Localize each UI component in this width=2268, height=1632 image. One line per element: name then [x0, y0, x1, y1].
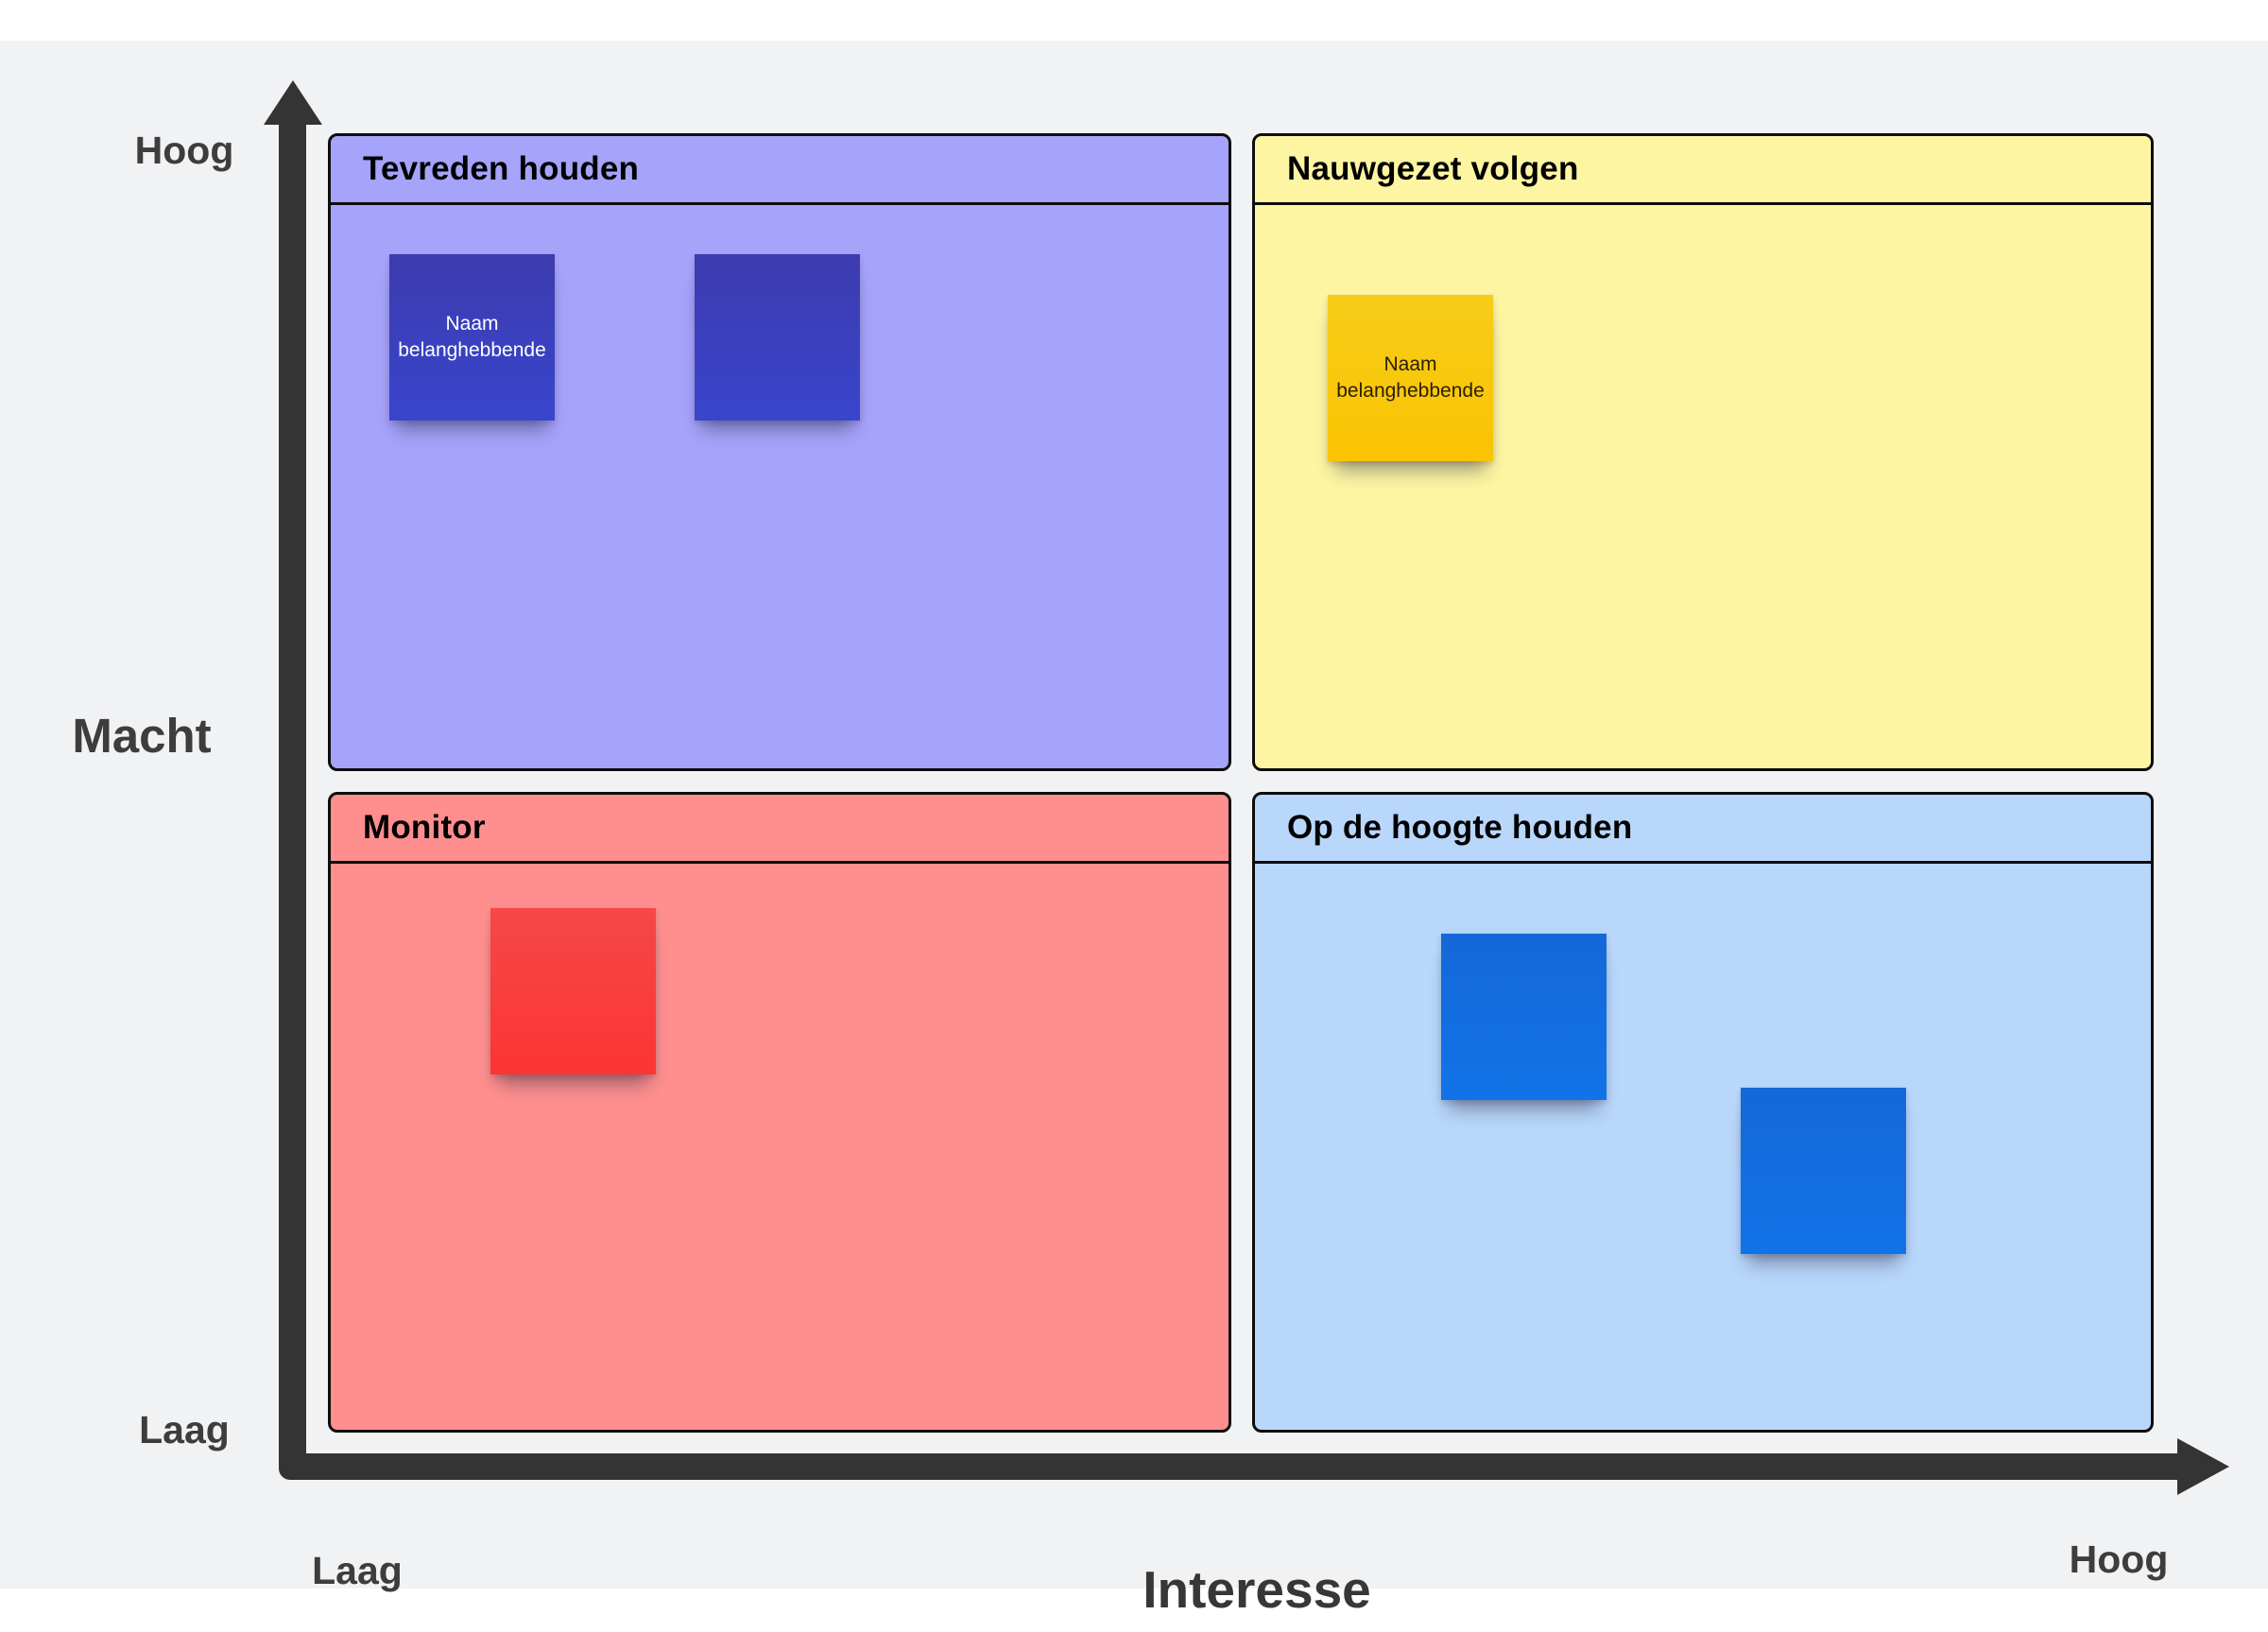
quadrant-title: Tevreden houden	[363, 150, 640, 187]
y-axis-high-label: Hoog	[134, 129, 234, 172]
x-axis-title: Interesse	[1143, 1560, 1371, 1619]
quadrant-header[interactable]: Op de hoogte houden	[1255, 795, 2151, 864]
y-axis-arrowhead-icon	[264, 80, 322, 125]
quadrant-monitor[interactable]: Monitor	[328, 792, 1231, 1433]
quadrant-header[interactable]: Nauwgezet volgen	[1255, 136, 2151, 205]
quadrant-header[interactable]: Monitor	[331, 795, 1228, 864]
x-axis-arrowhead-icon	[2177, 1438, 2229, 1495]
quadrant-keep-satisfied[interactable]: Tevreden houden	[328, 133, 1231, 771]
sticky-note[interactable]	[490, 908, 656, 1074]
quadrant-title: Op de hoogte houden	[1287, 809, 1633, 846]
y-axis-title: Macht	[72, 709, 212, 763]
quadrant-title: Nauwgezet volgen	[1287, 150, 1579, 187]
sticky-note[interactable]: Naam belanghebbende	[1328, 295, 1493, 461]
y-axis-low-label: Laag	[139, 1408, 230, 1452]
y-axis-line	[279, 116, 306, 1480]
quadrant-keep-informed[interactable]: Op de hoogte houden	[1252, 792, 2154, 1433]
quadrant-title: Monitor	[363, 809, 486, 846]
x-axis-line	[280, 1453, 2183, 1480]
x-axis-low-label: Laag	[312, 1549, 403, 1592]
sticky-note[interactable]: Naam belanghebbende	[389, 254, 555, 421]
sticky-note[interactable]	[1441, 934, 1606, 1100]
sticky-note[interactable]	[1741, 1088, 1906, 1254]
sticky-note-label: Naam belanghebbende	[398, 313, 546, 361]
quadrant-header[interactable]: Tevreden houden	[331, 136, 1228, 205]
x-axis-high-label: Hoog	[2069, 1538, 2169, 1581]
board-background: Hoog Macht Laag Laag Interesse Hoog Tevr…	[0, 41, 2268, 1619]
sticky-note-label: Naam belanghebbende	[1336, 353, 1485, 402]
sticky-note[interactable]	[695, 254, 860, 421]
